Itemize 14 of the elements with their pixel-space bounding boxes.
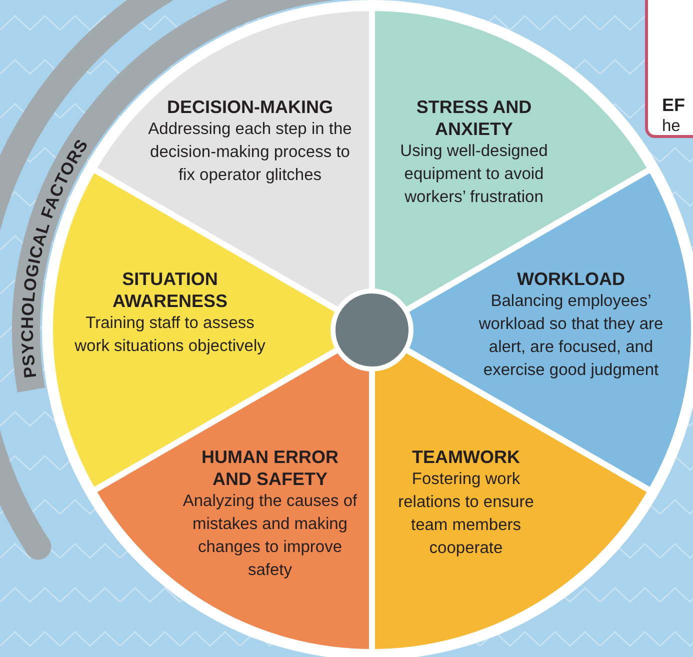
card-text: he (662, 116, 680, 137)
segment-heading: TEAMWORK (411, 446, 521, 468)
segment-text: Analyzing the causes of mistakes and making changes to improve safety (182, 491, 358, 581)
card-heading: EF (662, 94, 686, 116)
segment-text: Balancing employees’ workload so that they are alert, are focused, and exercise good judgment (478, 291, 664, 381)
segment-text: Fostering work relations to ensure team members cooperate (397, 469, 535, 559)
segment-heading: SITUATION AWARENESS (111, 268, 229, 312)
segment-heading: DECISION-MAKING (166, 96, 334, 118)
segment-heading: HUMAN ERROR AND SAFETY (200, 446, 340, 490)
segment-text: Training staff to assess work situations objectively (74, 313, 266, 357)
segment-text: Addressing each step in the decision-making process to fix operator glitches (148, 119, 352, 186)
segment-heading: WORKLOAD (516, 268, 626, 290)
segment-text: Using well-designed equipment to avoid workers’ frustration (399, 141, 549, 208)
segment-heading: STRESS AND ANXIETY (415, 96, 533, 140)
